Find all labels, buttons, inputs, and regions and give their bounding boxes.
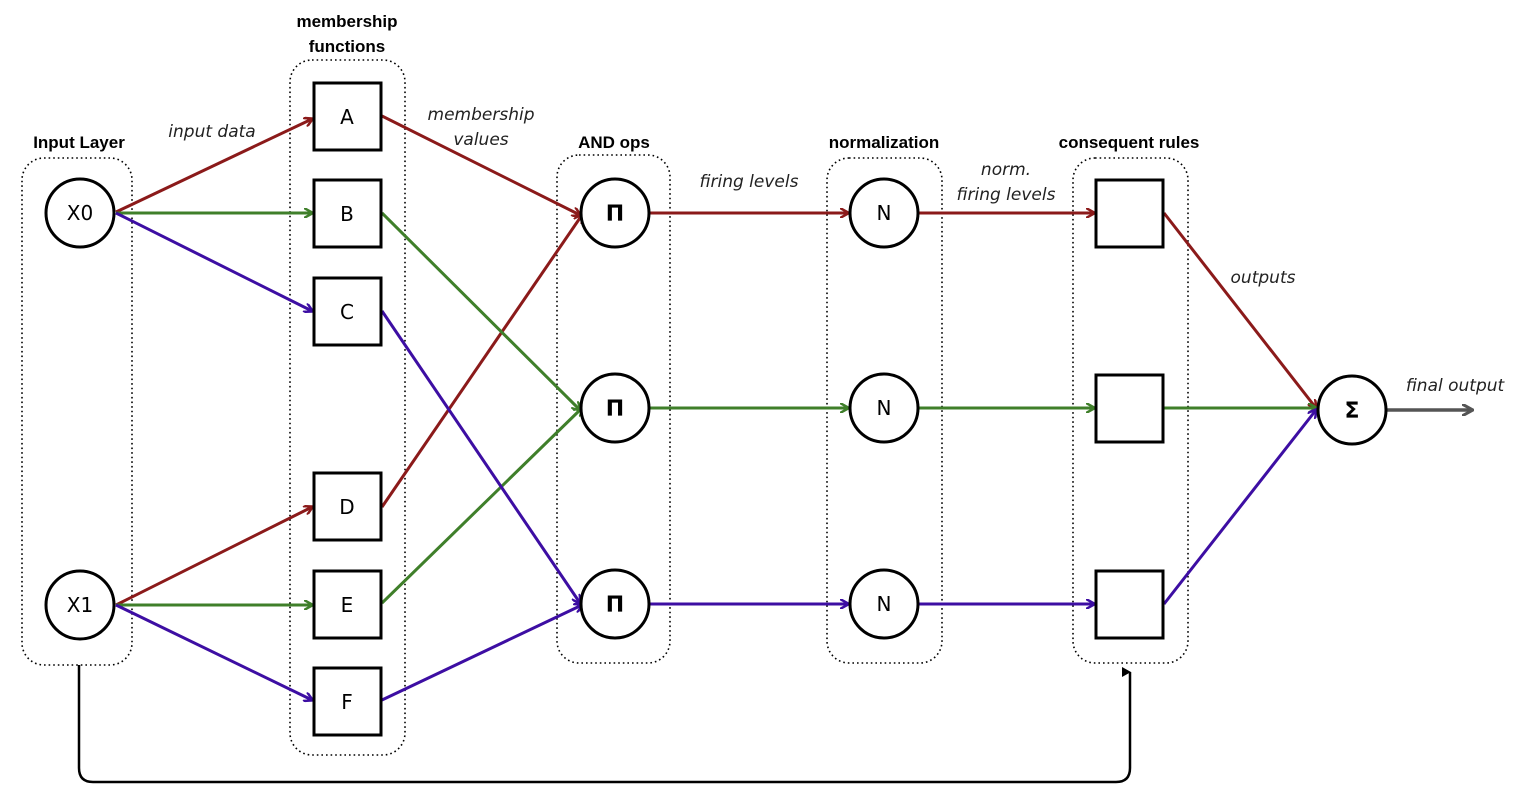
group-title-and-ops: AND ops [578,133,650,152]
node-rule-2 [1094,373,1165,444]
node-rule-3 [1094,569,1165,640]
edge-b-pi2 [380,211,580,410]
group-input-layer [21,157,133,666]
node-pi-3-label: Π [606,593,624,618]
node-f-label: F [341,690,353,714]
label-outputs: outputs [1231,268,1296,288]
group-and-ops [556,154,671,664]
node-n-2 [848,372,920,444]
label-membership-values-2: values [453,130,508,150]
node-n-3 [848,568,920,640]
edge-d-pi1 [380,215,582,508]
node-pi-2 [579,372,651,444]
node-rule-1 [1094,178,1165,249]
node-c-label: C [340,300,354,324]
node-sum [1316,374,1388,446]
node-n-2-label: N [877,396,892,420]
group-title-membership-1: membership [296,12,397,31]
edge-x1-d [115,507,312,607]
node-pi-1-label: Π [606,202,624,227]
node-x1 [44,569,116,641]
node-n-1-label: N [877,201,892,225]
group-title-normalization: normalization [829,133,940,152]
node-b-label: B [340,202,354,226]
node-d [312,471,383,542]
edge-input-to-consequent [77,665,1132,784]
node-f [312,666,383,737]
label-norm-firing-1: norm. [981,160,1031,180]
group-consequent-rules [1072,157,1189,664]
edge-x1-f [115,603,312,700]
node-pi-3 [579,568,651,640]
edge-e-pi2 [380,408,582,605]
node-x0 [44,177,116,249]
label-input-data: input data [168,122,255,142]
node-n-1 [848,177,920,249]
node-c [312,276,383,347]
label-membership-values-1: membership [428,105,535,125]
group-title-consequent-rules: consequent rules [1059,133,1200,152]
edge-c-pi3 [380,310,580,603]
edge-r1-sum [1162,212,1316,408]
node-e-label: E [341,593,354,617]
label-firing-levels: firing levels [700,172,799,192]
node-x1-label: X1 [67,593,93,617]
node-b [312,178,383,249]
node-n-3-label: N [877,592,892,616]
edge-r3-sum [1162,410,1316,605]
edge-f-pi3 [381,605,582,702]
group-title-membership-2: functions [309,37,386,56]
node-a [312,81,383,152]
label-norm-firing-2: firing levels [957,185,1056,205]
group-title-input-layer: Input Layer [33,133,125,152]
edge-x0-c [115,211,312,311]
node-x0-label: X0 [67,201,93,225]
group-membership-functions [289,59,406,756]
node-pi-2-label: Π [606,397,624,422]
edge-x0-a [115,119,312,214]
node-e [312,569,383,640]
node-sum-label: Σ [1344,399,1359,424]
label-final-output: final output [1406,376,1506,396]
edge-a-pi1 [381,114,580,215]
group-normalization [826,157,943,664]
node-a-label: A [340,105,354,129]
node-d-label: D [339,495,354,519]
node-pi-1 [579,177,651,249]
